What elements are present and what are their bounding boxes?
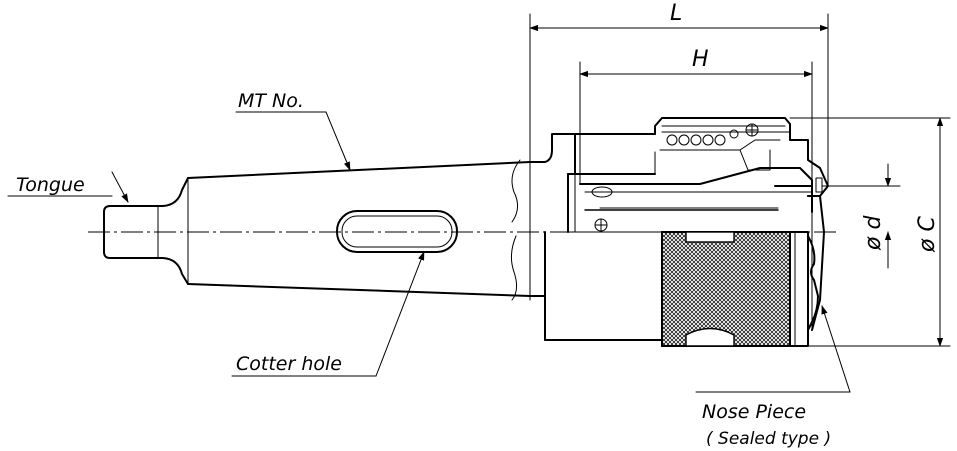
nose-piece-label: Nose Piece <box>702 401 806 423</box>
nose-piece <box>807 177 825 331</box>
dim-d-label: ø d <box>861 215 886 251</box>
cotter-hole-leader <box>231 251 425 377</box>
dim-H <box>579 61 813 185</box>
tongue-part <box>103 177 189 285</box>
dim-d <box>821 163 901 269</box>
dim-C <box>789 117 951 347</box>
sealed-type-label: ( Sealed type ) <box>706 429 831 449</box>
tongue-label: Tongue <box>16 174 85 196</box>
cotter-hole <box>336 210 458 253</box>
nose-piece-leader <box>695 305 851 393</box>
nut-upper <box>654 117 829 197</box>
tongue-leader <box>7 171 129 203</box>
taper-shank <box>187 133 576 301</box>
dim-C-label: ø C <box>915 216 940 253</box>
knurled-nut <box>661 231 819 347</box>
mt-no-leader <box>235 111 351 171</box>
mt-no-label: MT No. <box>238 90 304 112</box>
collet <box>579 167 813 232</box>
dim-L <box>529 13 829 187</box>
cotter-hole-label: Cotter hole <box>236 353 342 375</box>
dim-L-label: L <box>670 1 682 26</box>
dim-H-label: H <box>692 47 709 72</box>
chuck-body <box>544 133 663 341</box>
